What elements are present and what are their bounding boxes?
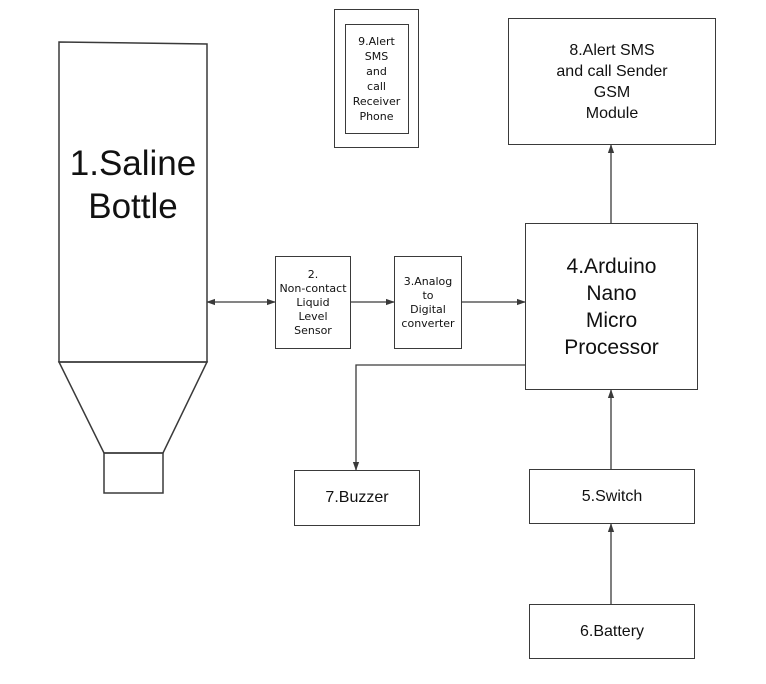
- gsm-node: 8.Alert SMS and call Sender GSM Module: [508, 18, 716, 145]
- buzzer-label: 7.Buzzer: [325, 489, 389, 506]
- level-sensor-label: 2. Non-contact Liquid Level Sensor: [279, 267, 347, 337]
- phone-label: 9.Alert SMS and call Receiver Phone: [352, 34, 401, 123]
- level-sensor-node: 2. Non-contact Liquid Level Sensor: [275, 256, 351, 349]
- adc-label: 3.Analog to Digital converter: [401, 274, 455, 330]
- switch-label: 5.Switch: [581, 487, 643, 505]
- phone-node: 9.Alert SMS and call Receiver Phone: [334, 9, 419, 148]
- phone-screen: 9.Alert SMS and call Receiver Phone: [344, 23, 409, 134]
- saline-bottle-neck: [57, 361, 209, 454]
- saline-bottle-cap: [103, 452, 164, 494]
- saline-bottle-label-wrap: 1.Saline Bottle: [59, 140, 207, 230]
- battery-label: 6.Battery: [579, 622, 645, 640]
- gsm-label: 8.Alert SMS and call Sender GSM Module: [556, 41, 668, 122]
- adc-node: 3.Analog to Digital converter: [394, 256, 462, 349]
- arduino-node: 4.Arduino Nano Micro Processor: [525, 223, 698, 390]
- arrow-arduino-buzzer: [352, 364, 525, 471]
- saline-bottle-label: 1.Saline Bottle: [69, 144, 197, 226]
- switch-node: 5.Switch: [529, 469, 695, 524]
- battery-node: 6.Battery: [529, 604, 695, 659]
- saline-bottle-shape: [57, 41, 209, 494]
- arduino-label: 4.Arduino Nano Micro Processor: [564, 254, 659, 359]
- buzzer-node: 7.Buzzer: [294, 470, 420, 526]
